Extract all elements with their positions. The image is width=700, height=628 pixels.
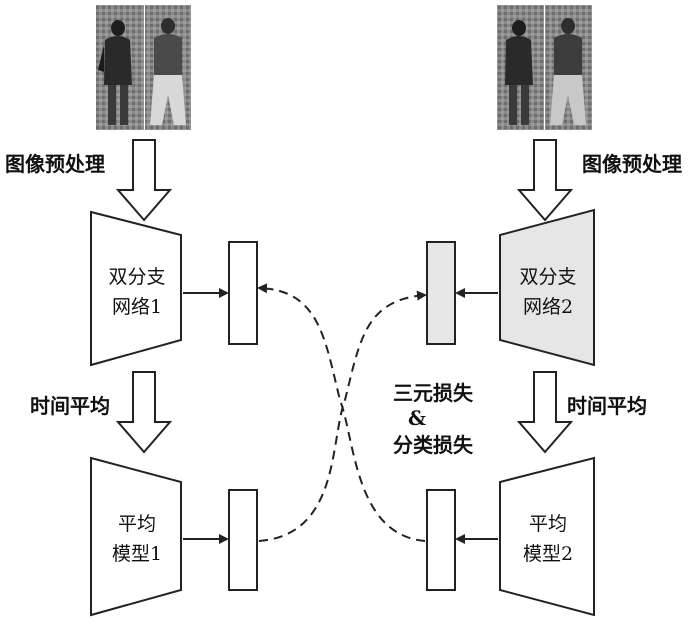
left-preprocess-arrow <box>115 139 173 222</box>
feature-vector-4 <box>426 489 456 591</box>
time-average-label-left: 时间平均 <box>30 394 110 418</box>
loss-label-line3: 分类损失 <box>393 433 474 457</box>
loss-label-line1: 三元损失 <box>393 381 474 405</box>
network-1-label-line2: 网络1 <box>112 296 162 318</box>
left-photo-pair <box>96 5 191 130</box>
left-time-average-arrow <box>115 371 173 454</box>
right-person-a-icon <box>505 20 533 125</box>
right-time-average-arrow <box>516 371 574 454</box>
average-model-2-label-line1: 平均 <box>529 513 567 535</box>
average-model-1-label-line2: 模型1 <box>112 543 162 565</box>
right-photo-pair <box>497 5 592 130</box>
time-average-label-right: 时间平均 <box>567 394 647 418</box>
loss-label-ampersand: & <box>408 406 426 430</box>
dual-branch-network-2 <box>499 208 595 367</box>
network-2-label-line2: 网络2 <box>523 296 573 318</box>
feature-vector-1 <box>228 241 258 345</box>
network-1-label-line1: 双分支 <box>108 266 165 288</box>
dashed-connector-avg1-to-feature2 <box>258 290 427 542</box>
left-person-b-icon <box>150 18 186 125</box>
average-model-1 <box>90 456 182 617</box>
average-model-2-label-line2: 模型2 <box>523 543 573 565</box>
average-model-2 <box>499 456 595 617</box>
network-2-label-line1: 双分支 <box>519 266 576 288</box>
dashed-connector-avg2-to-feature1 <box>257 283 426 542</box>
feature-vector-3 <box>228 489 258 591</box>
left-person-a-icon <box>98 20 132 125</box>
preprocess-label-right: 图像预处理 <box>582 152 682 176</box>
right-person-b-icon <box>550 18 586 125</box>
right-preprocess-arrow <box>516 139 574 222</box>
feature-vector-2 <box>426 241 456 345</box>
dual-branch-network-1 <box>90 210 182 367</box>
average-model-1-label-line1: 平均 <box>118 513 156 535</box>
preprocess-label-left: 图像预处理 <box>5 152 105 176</box>
